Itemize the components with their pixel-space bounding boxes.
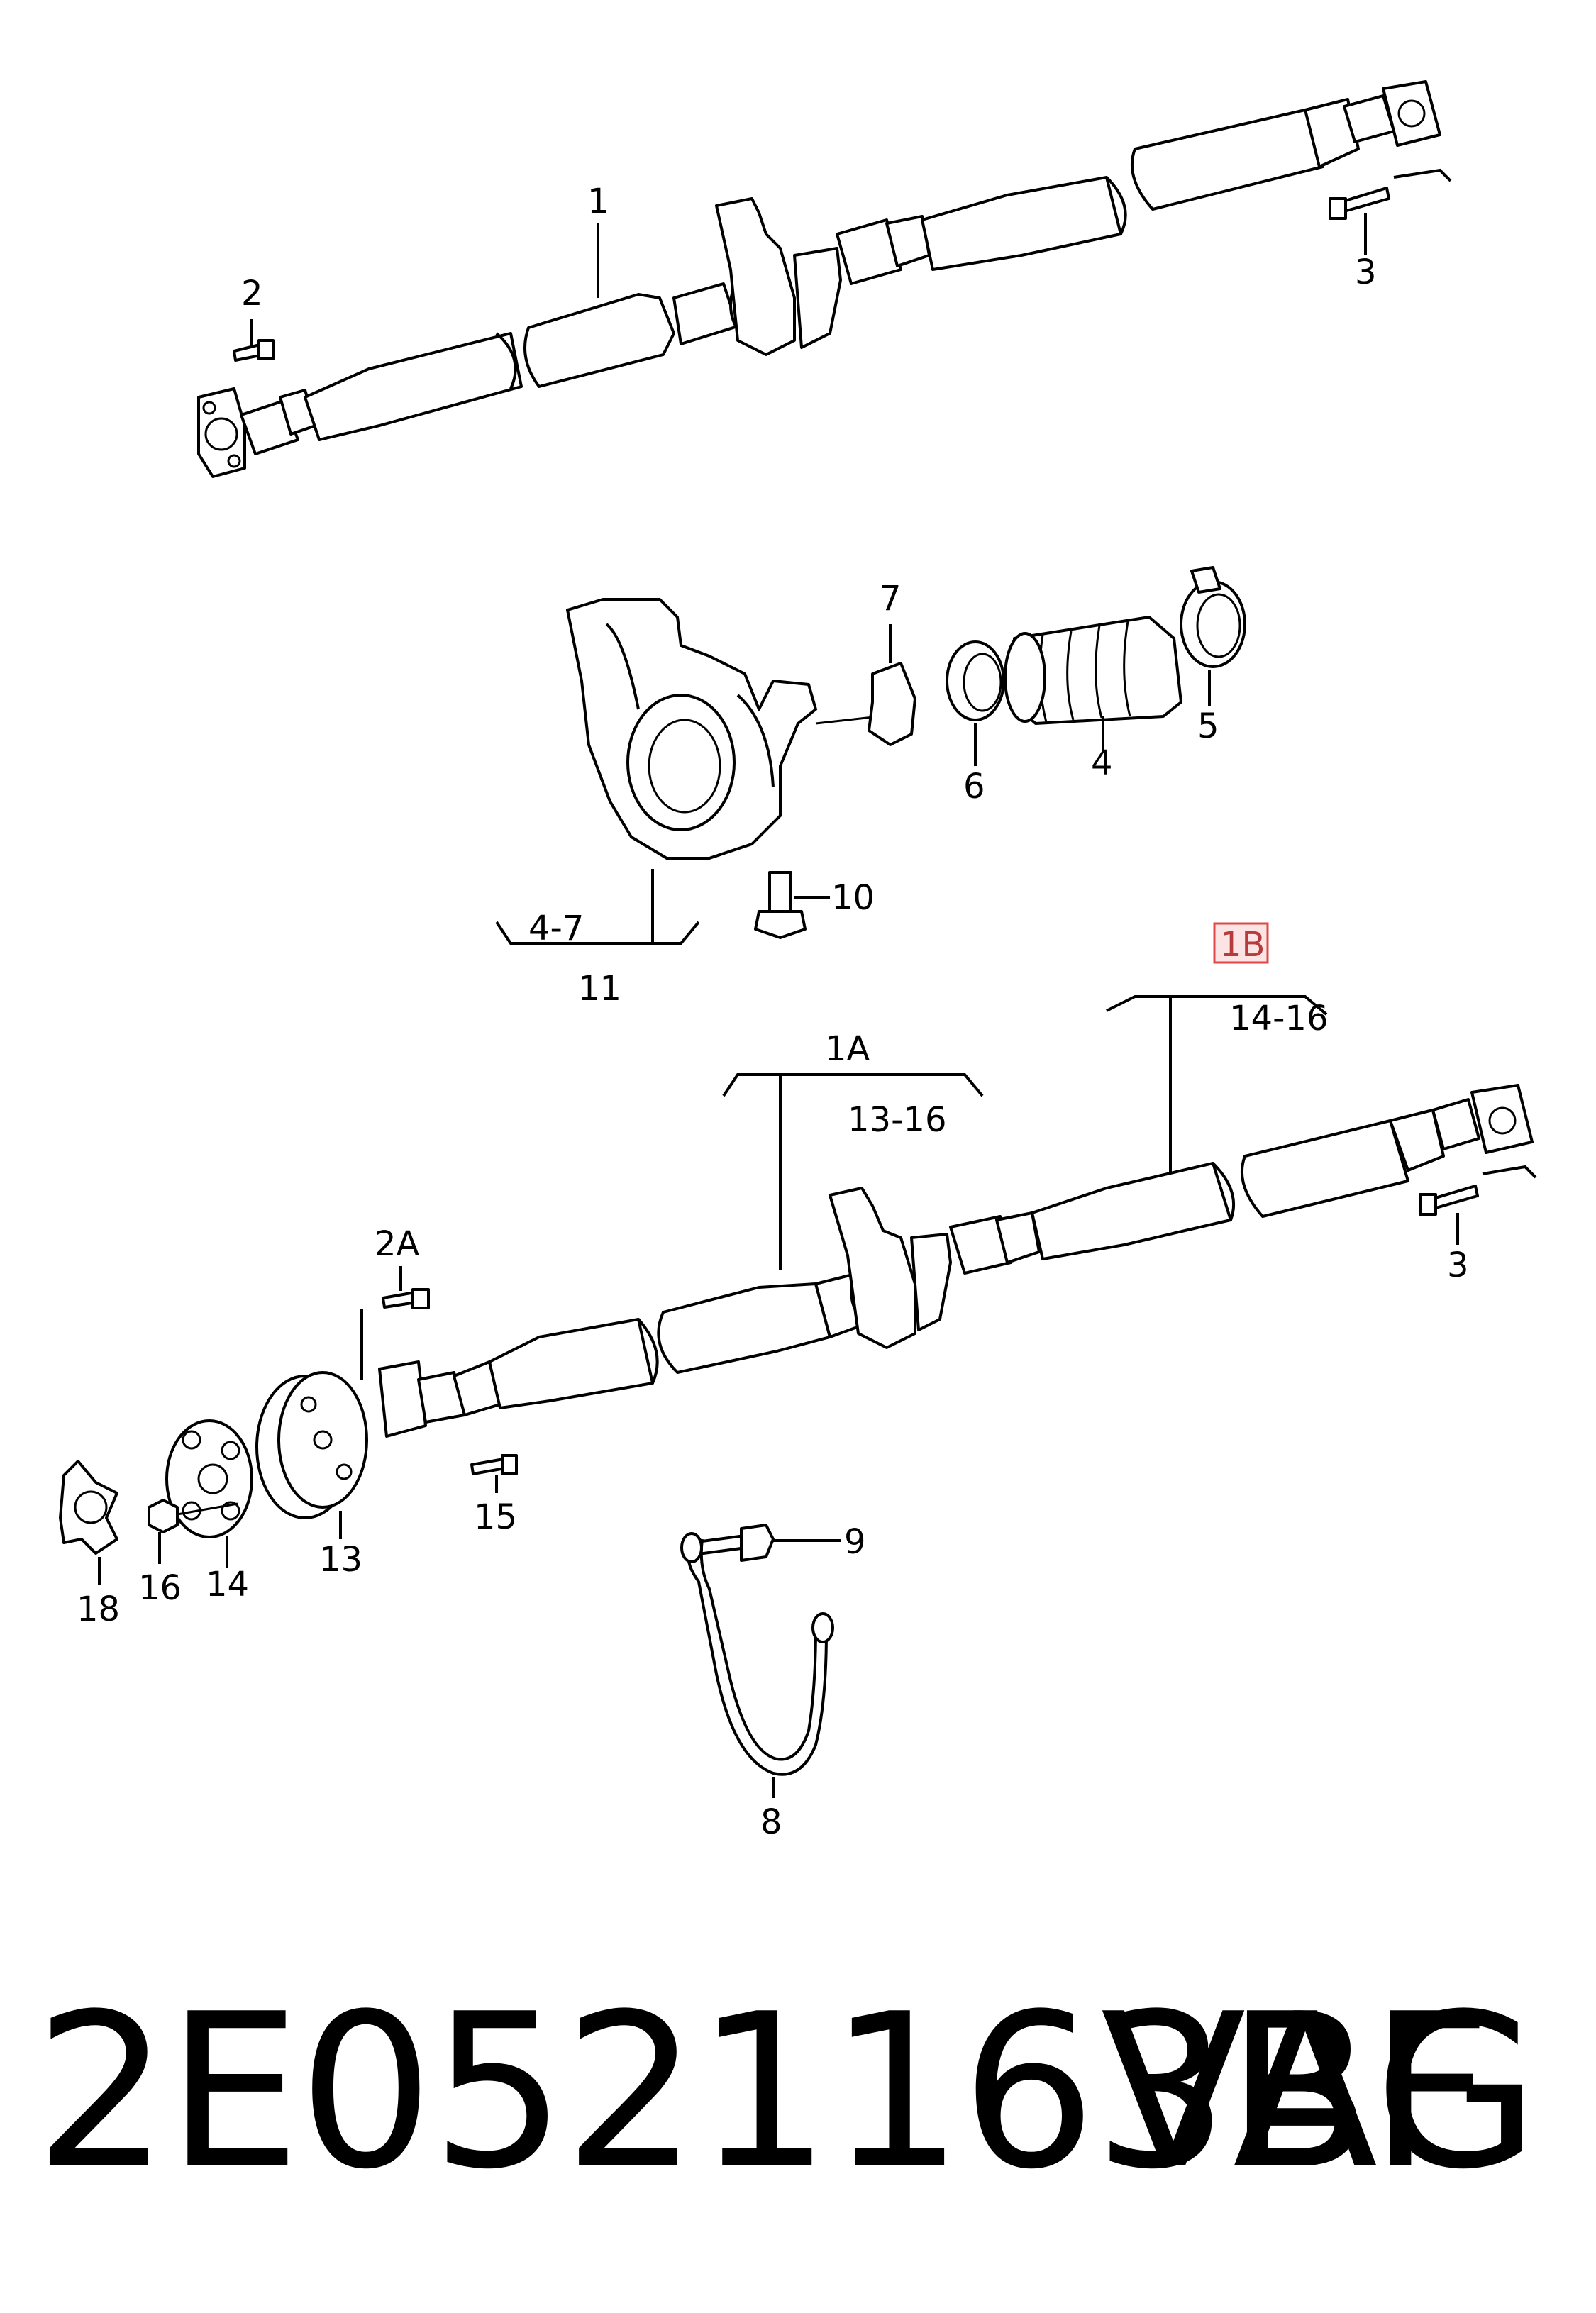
callout-1b: 1B: [1220, 925, 1265, 965]
callout-13: 13: [319, 1540, 362, 1580]
callout-2a: 2A: [375, 1224, 420, 1264]
top-driveshaft-assembly: [197, 80, 1452, 478]
callout-4-7: 4-7: [528, 909, 584, 948]
callout-18: 18: [77, 1590, 120, 1629]
callout-1a: 1A: [825, 1029, 870, 1069]
bottom-driveshaft-assembly: [59, 922, 1537, 1585]
callout-3-bottom: 3: [1447, 1246, 1469, 1285]
callout-16: 16: [138, 1568, 182, 1608]
strap-and-bolt: [680, 1524, 841, 1798]
callout-4: 4: [1091, 743, 1113, 783]
callout-9: 9: [844, 1522, 866, 1562]
part-number: 2E0521163BF: [34, 1968, 1492, 2216]
callout-1: 1: [587, 182, 609, 221]
callout-14-16: 14-16: [1229, 999, 1328, 1038]
callout-7: 7: [880, 579, 902, 619]
callout-8: 8: [760, 1802, 782, 1842]
brand-name: VAG: [1100, 1968, 1539, 2216]
center-bearing-detail: [495, 566, 1246, 945]
callout-13-16: 13-16: [848, 1100, 946, 1140]
callout-14: 14: [206, 1565, 249, 1604]
callout-5: 5: [1197, 706, 1219, 746]
callout-10: 10: [831, 878, 875, 918]
highlight-box-1b: [1213, 922, 1269, 964]
callout-6: 6: [963, 767, 985, 806]
callout-11: 11: [578, 969, 621, 1009]
callout-3-top: 3: [1355, 253, 1377, 292]
driveshaft-exploded-diagram: 1 2 3 7 6 4 5 10 4-7 11 1B 14-16 1A 13-1…: [59, 80, 1537, 1842]
callout-2: 2: [241, 274, 263, 314]
callout-15: 15: [474, 1497, 517, 1537]
